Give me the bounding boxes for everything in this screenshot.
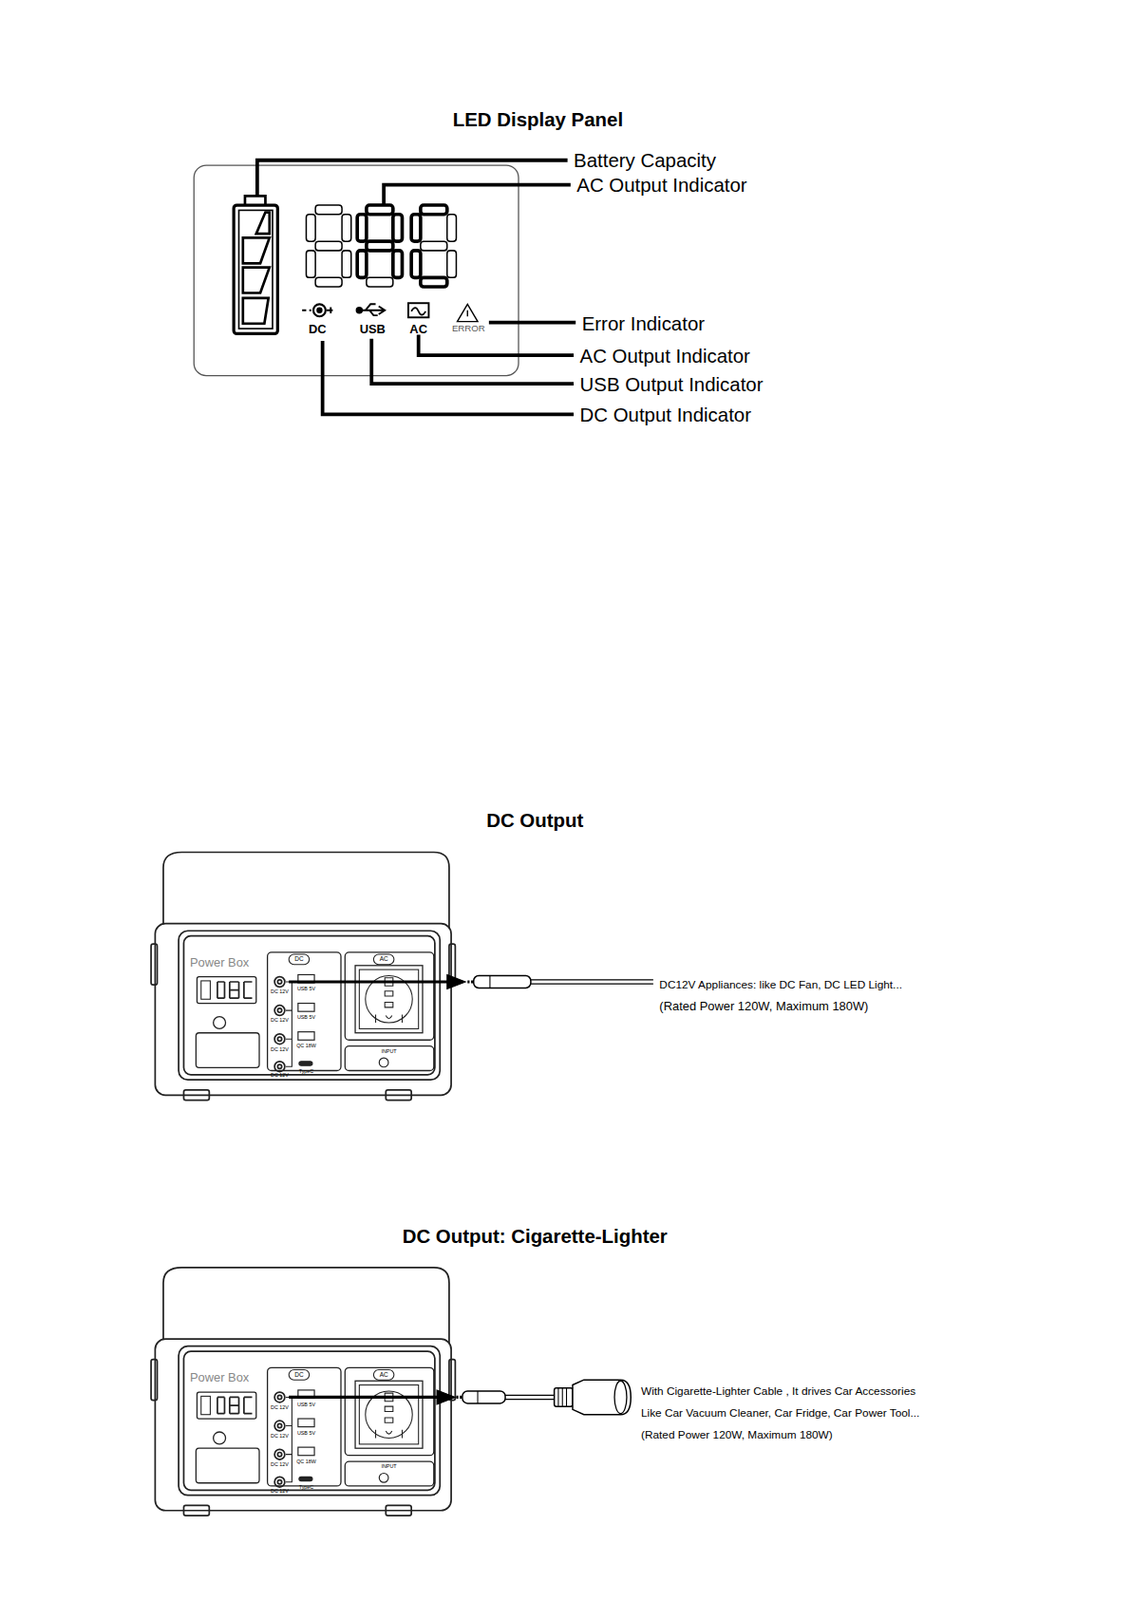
panel-marking: USB 5V — [297, 1015, 316, 1020]
display-segment — [315, 277, 342, 287]
display-segment — [411, 214, 421, 242]
display-segment — [393, 250, 403, 278]
panel-marking: DC 12V — [270, 1405, 289, 1411]
panel-marking: DC 12V — [270, 989, 289, 995]
panel-marking: DC 12V — [270, 1073, 289, 1078]
panel-marking: USB 5V — [297, 1430, 316, 1435]
display-segment — [305, 250, 316, 278]
callout-label: (Rated Power 120W, Maximum 180W) — [659, 999, 868, 1013]
panel-marking: USB 5V — [297, 1401, 316, 1407]
section-heading: LED Display Panel — [452, 110, 623, 130]
panel-marking: INPUT — [380, 1048, 397, 1054]
callout-label: USB — [359, 323, 386, 337]
panel-marking: DC 12V — [270, 1462, 289, 1468]
callout-label: AC Output Indicator — [580, 346, 751, 366]
panel-marking: DC — [294, 956, 303, 963]
panel-marking: DC 12V — [270, 1433, 289, 1439]
callout-label: AC — [409, 323, 428, 337]
display-segment — [447, 214, 457, 242]
panel-marking: QC 18W — [296, 1043, 317, 1049]
callout-label: ERROR — [452, 323, 486, 334]
panel-marking: DC 12V — [270, 1018, 289, 1023]
display-segment — [366, 277, 394, 287]
panel-marking: AC — [379, 956, 389, 963]
display-segment — [447, 250, 457, 278]
display-segment — [341, 250, 352, 278]
callout-label: DC — [308, 323, 327, 337]
panel-marking: Power Box — [189, 956, 249, 969]
callout-label: (Rated Power 120W, Maximum 180W) — [641, 1429, 833, 1441]
panel-marking: DC — [294, 1372, 303, 1378]
callout-label: DC12V Appliances: like DC Fan, DC LED Li… — [659, 979, 903, 991]
display-segment — [341, 214, 352, 242]
panel-marking: DC 12V — [270, 1489, 289, 1494]
display-segment — [420, 277, 448, 287]
display-segment — [357, 214, 367, 242]
display-segment — [305, 214, 316, 242]
callout-label: AC Output Indicator — [576, 174, 747, 194]
section-heading: DC Output — [486, 811, 584, 831]
display-segment — [315, 241, 342, 251]
callout-label: Battery Capacity — [573, 150, 717, 170]
callout-label: Like Car Vacuum Cleaner, Car Fridge, Car… — [641, 1408, 920, 1420]
callout-label: DC Output Indicator — [580, 405, 752, 425]
display-segment — [393, 214, 403, 242]
display-segment — [366, 205, 394, 215]
display-segment — [357, 250, 367, 278]
panel-marking: USB 5V — [297, 986, 316, 992]
callout-label: With Cigarette-Lighter Cable , It drives… — [641, 1385, 916, 1397]
display-segment — [420, 205, 448, 215]
panel-marking: TypeC — [299, 1484, 315, 1490]
panel-marking: TypeC — [299, 1069, 315, 1075]
panel-marking: INPUT — [380, 1464, 397, 1470]
display-segment — [411, 250, 421, 278]
display-segment — [315, 205, 342, 215]
section-heading: DC Output: Cigarette-Lighter — [402, 1226, 668, 1246]
callout-label: Error Indicator — [582, 314, 705, 334]
panel-marking: DC 12V — [270, 1046, 289, 1052]
display-segment — [366, 241, 394, 251]
panel-marking: AC — [379, 1372, 389, 1378]
panel-marking: QC 18W — [296, 1458, 317, 1464]
display-segment — [420, 241, 448, 251]
panel-marking: Power Box — [189, 1372, 249, 1385]
callout-label: USB Output Indicator — [580, 375, 764, 395]
